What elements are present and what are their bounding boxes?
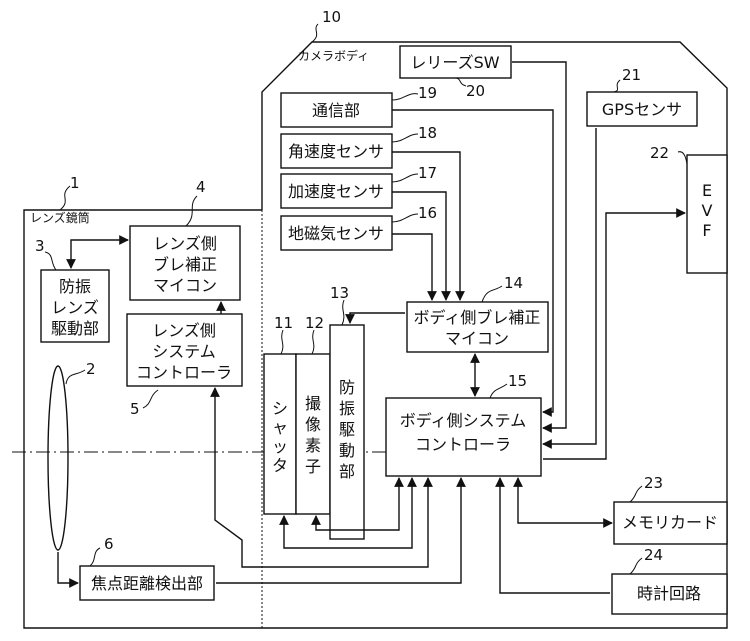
memory-card-block [613,501,728,545]
ref-number-13: 13 [330,284,349,302]
lens-shake-mcu-line-1: レンズ側 [153,234,217,253]
anti-shake-drive-char-5: 部 [339,462,355,481]
anti-shake-drive-char-3: 駆 [339,420,355,439]
lens-shake-mcu-block [129,225,241,301]
body-system-controller-line-1: ボディ側システム [400,411,526,430]
lens-system-controller-line-1: レンズ側 [152,321,216,340]
ref-number-3: 3 [35,237,45,255]
image-sensor-char-3: 素 [305,436,321,455]
lens-barrel-outline [23,209,262,629]
camera-body-outline [261,41,728,629]
anti-shake-lens-drive-line-1: 防振 [59,277,91,296]
evf-line-1: E [702,181,712,200]
ref-number-5: 5 [130,400,140,418]
memory-card-label: メモリカード [622,513,718,532]
ref-number-20: 20 [466,82,485,100]
communication-block [280,92,393,128]
lens-system-controller-block [126,313,243,387]
anti-shake-lens-drive-block [40,269,110,343]
image-sensor-block [295,353,331,515]
gps-sensor-block [586,91,698,127]
anti-shake-drive-char-4: 動 [339,441,355,460]
lens-barrel-label: レンズ鏡筒 [30,210,90,225]
body-shake-mcu-line-2: マイコン [445,329,509,348]
ref-number-23: 23 [644,474,663,492]
camera-body-label: カメラボディ [298,48,369,63]
ref-number-11: 11 [274,314,293,332]
evf-block [686,154,728,274]
shutter-char-2: ャ [272,418,288,437]
lens-system-controller-line-2: システム [152,342,216,361]
geomagnetic-sensor-block [280,215,393,251]
evf-line-3: F [702,221,711,240]
gps-sensor-label: GPSセンサ [602,100,682,119]
acceleration-sensor-block [280,173,393,209]
communication-label: 通信部 [312,101,360,120]
ref-number-15: 15 [508,372,527,390]
ref-number-19: 19 [418,84,437,102]
ref-number-6: 6 [104,535,114,553]
body-shake-mcu-line-1: ボディ側ブレ補正 [414,308,541,327]
angular-velocity-sensor-block [280,133,393,169]
anti-shake-drive-char-1: 防 [339,378,355,397]
ref-number-12: 12 [305,314,324,332]
shutter-char-3: ッ [272,437,288,456]
anti-shake-drive-char-2: 振 [339,399,355,418]
ref-number-24: 24 [644,546,663,564]
image-sensor-char-4: 子 [305,457,321,476]
focus-detector-block [79,565,215,601]
evf-line-2: V [702,201,713,220]
lens-element [47,365,69,551]
release-sw-label: レリーズSW [410,53,499,72]
ref-number-21: 21 [622,66,641,84]
ref-number-18: 18 [418,124,437,142]
lens-shake-mcu-line-2: ブレ補正 [153,255,217,274]
body-shake-mcu-block [406,301,549,353]
shutter-char-1: シ [272,399,288,418]
ref-number-10: 10 [322,8,341,26]
lens-system-controller-line-3: コントローラ [136,363,232,382]
anti-shake-lens-drive-line-2: レンズ [51,298,99,317]
ref-number-17: 17 [418,164,437,182]
ref-number-1: 1 [70,174,80,192]
clock-circuit-block [611,573,728,615]
ref-number-16: 16 [418,204,437,222]
clock-circuit-label: 時計回路 [637,584,701,603]
geomagnetic-sensor-label: 地磁気センサ [288,224,384,243]
ref-number-2: 2 [86,360,96,378]
shutter-char-4: タ [272,456,288,475]
image-sensor-char-2: 像 [305,415,321,434]
reference-leaders [44,23,688,575]
ref-number-4: 4 [196,178,206,196]
body-system-controller-line-2: コントローラ [415,435,511,454]
lens-shake-mcu-line-3: マイコン [153,276,217,295]
anti-shake-lens-drive-line-3: 駆動部 [51,319,99,338]
focus-detector-label: 焦点距離検出部 [91,574,203,593]
angular-velocity-sensor-label: 角速度センサ [288,142,384,161]
acceleration-sensor-label: 加速度センサ [288,182,384,201]
ref-number-14: 14 [504,274,523,292]
connection-lines [57,61,686,594]
image-sensor-char-1: 撮 [305,394,321,413]
ref-number-22: 22 [650,144,669,162]
